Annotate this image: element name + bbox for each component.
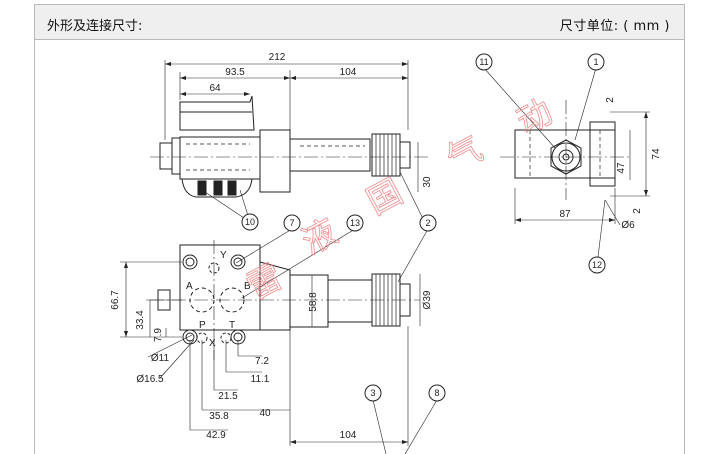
balloon-11: 11 <box>475 53 493 71</box>
port-b: B <box>244 281 251 292</box>
balloon-7: 7 <box>283 214 301 232</box>
balloon-13: 13 <box>346 214 364 232</box>
svg-text:3: 3 <box>370 388 375 398</box>
svg-text:11: 11 <box>479 57 488 67</box>
header-bar: 外形及连接尺寸: 尺寸单位: ( mm ) <box>34 4 685 40</box>
watermark-char-4: 气 <box>440 129 489 180</box>
svg-text:10: 10 <box>245 217 255 227</box>
port-a: A <box>186 281 193 292</box>
dim-total-length: 212 <box>269 52 286 63</box>
svg-text:13: 13 <box>350 218 360 228</box>
section-title: 外形及连接尺寸: <box>47 19 143 34</box>
dim-d39: Ø39 <box>422 290 433 309</box>
part-balloons: 11 1 10 7 13 2 12 3 8 <box>241 53 606 402</box>
dim-11-1: 11.1 <box>251 374 270 385</box>
dim-d6: Ø6 <box>621 220 635 231</box>
dim-7-2: 7.2 <box>255 356 269 367</box>
dim-21-5: 21.5 <box>218 391 238 402</box>
dimension-arrows <box>124 62 648 444</box>
balloon-1: 1 <box>587 53 605 71</box>
svg-text:12: 12 <box>592 260 602 270</box>
mounting-plate <box>179 244 261 331</box>
dim-30: 30 <box>422 176 433 188</box>
front-view <box>120 240 421 446</box>
dim-7-9: 7.9 <box>153 328 164 342</box>
dim-d11: Ø11 <box>151 353 170 364</box>
dim-64: 64 <box>209 83 221 94</box>
side-seal-pad <box>181 178 253 198</box>
watermark-char-2: 液 <box>295 212 344 263</box>
side-base-block <box>179 136 261 180</box>
balloon-2: 2 <box>419 214 437 232</box>
unit-label: 尺寸单位: ( mm ) <box>559 19 670 34</box>
port-p: P <box>199 320 206 331</box>
dim-40: 40 <box>259 408 271 419</box>
drawing-frame <box>34 40 685 454</box>
balloon-12: 12 <box>588 256 606 274</box>
port-x: X <box>209 338 216 349</box>
svg-text:7: 7 <box>289 218 294 228</box>
dim-87: 87 <box>559 209 571 220</box>
balloon-3: 3 <box>364 384 382 402</box>
side-barrel <box>289 138 371 172</box>
dim-2a: 2 <box>605 97 616 103</box>
balloon-10: 10 <box>241 213 259 231</box>
balloon-8: 8 <box>428 384 446 402</box>
dim-d16-5: Ø16.5 <box>136 374 164 385</box>
dim-93-5: 93.5 <box>225 67 245 78</box>
side-view <box>150 60 430 198</box>
port-y: Y <box>220 250 227 261</box>
port-t: T <box>229 320 235 331</box>
dim-74: 74 <box>651 148 662 160</box>
side-coil-housing <box>259 129 291 193</box>
dim-104-bottom: 104 <box>340 430 357 441</box>
end-view <box>500 100 650 226</box>
watermark-char-3: 国 <box>360 172 409 223</box>
dim-66-7: 66.7 <box>110 290 121 310</box>
svg-text:2: 2 <box>425 218 430 228</box>
dim-35-8: 35.8 <box>209 411 229 422</box>
svg-text:1: 1 <box>593 57 598 67</box>
dim-104-top: 104 <box>340 67 357 78</box>
dim-42-9: 42.9 <box>206 430 226 441</box>
dim-47: 47 <box>616 162 627 174</box>
svg-text:8: 8 <box>434 388 439 398</box>
dim-2b: 2 <box>632 208 643 214</box>
side-top-cover <box>179 95 255 131</box>
dim-58-8: 58.8 <box>308 292 319 312</box>
dim-33-4: 33.4 <box>135 310 146 330</box>
dimension-labels: 212 93.5 104 64 30 2 74 47 2 87 Ø6 66.7 … <box>110 52 662 441</box>
watermark-char-5: 动 <box>510 92 559 143</box>
